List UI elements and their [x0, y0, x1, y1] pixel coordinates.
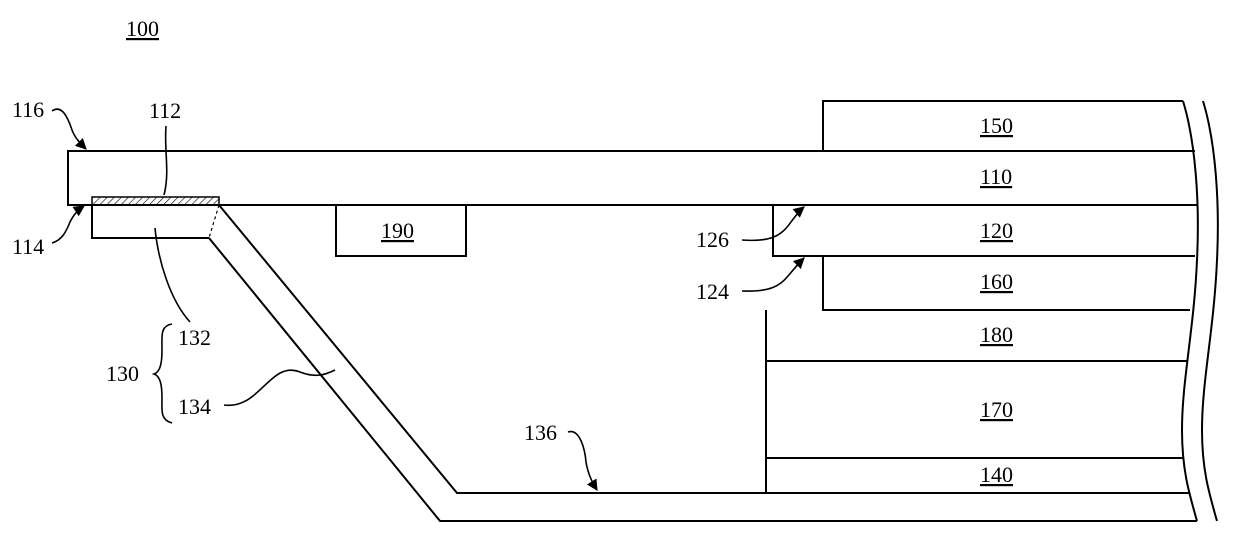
block-190: 190	[336, 205, 466, 256]
layer-140-label: 140	[980, 462, 1013, 487]
layer-160: 160	[823, 256, 1190, 310]
callout-134-label: 134	[178, 394, 211, 419]
callout-130: 130	[106, 324, 172, 423]
layer-120-label: 120	[980, 218, 1013, 243]
callout-130-label: 130	[106, 361, 139, 386]
block-190-label: 190	[381, 218, 414, 243]
layer-170-label: 170	[980, 397, 1013, 422]
layer-120: 120	[773, 205, 1195, 256]
callout-136-label: 136	[524, 420, 557, 445]
callout-134: 134	[178, 370, 335, 419]
layer-110-label: 110	[980, 164, 1012, 189]
callout-126-label: 126	[696, 227, 729, 252]
callout-124: 124	[696, 258, 804, 304]
callout-126: 126	[696, 207, 804, 252]
callout-112: 112	[149, 98, 181, 195]
callout-132-label: 132	[178, 325, 211, 350]
callout-114-label: 114	[12, 234, 44, 259]
layer-170: 170	[766, 397, 1183, 458]
element-112	[92, 197, 219, 205]
callout-114: 114	[12, 206, 84, 259]
callout-116-label: 116	[12, 97, 44, 122]
layer-180-label: 180	[980, 322, 1013, 347]
figure-number: 100	[126, 16, 159, 41]
callout-112-label: 112	[149, 98, 181, 123]
layer-140: 140	[980, 462, 1013, 487]
frame-134	[209, 205, 1197, 521]
callout-124-label: 124	[696, 279, 729, 304]
layer-150-label: 150	[980, 113, 1013, 138]
layer-160-label: 160	[980, 269, 1013, 294]
layer-180: 180	[766, 310, 1187, 493]
callout-136: 136	[524, 420, 597, 490]
layer-110: 110	[68, 151, 1197, 205]
layer-150: 150	[823, 101, 1183, 151]
callout-116: 116	[12, 97, 86, 149]
